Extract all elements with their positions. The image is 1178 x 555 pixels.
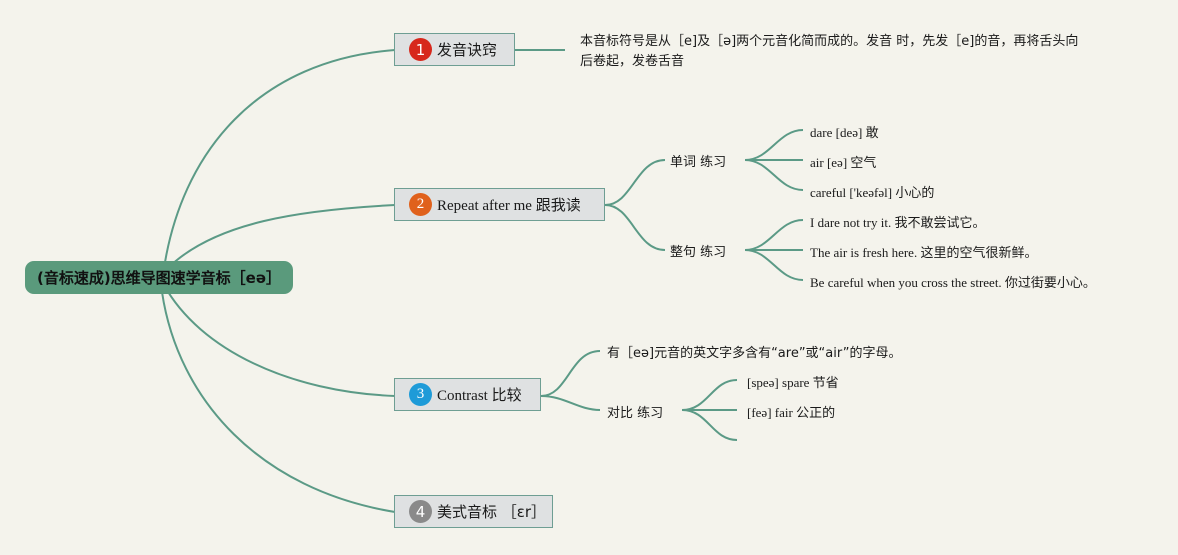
link-sentences-3 [744,249,804,281]
link-words-3 [744,159,804,191]
link-branch-2-sentences [604,204,666,251]
link-words-1 [744,129,804,161]
number-badge: 3 [409,383,432,406]
sentence-item: I dare not try it. 我不敢尝试它。 [810,215,986,230]
branch-node-contrast[interactable]: 3 Contrast 比较 [394,378,541,411]
compare-item: [feə] fair 公正的 [747,405,836,420]
branch-node-pronunciation-tips[interactable]: 1 发音诀窍 [394,33,515,66]
link-branch-2-words [604,159,666,206]
contrast-note: 有［eə]元音的英文字多含有“are”或“air”的字母。 [607,346,902,361]
number-badge: 1 [409,38,432,61]
root-node[interactable]: (音标速成)思维导图速学音标［eə］ [25,261,293,294]
link-root-branch-3 [163,284,396,397]
link-pair-3 [681,409,738,441]
sentence-item: The air is fresh here. 这里的空气很新鲜。 [810,245,1038,260]
word-practice-label: 单词 练习 [670,155,727,170]
branch-node-american-phonetic[interactable]: 4 美式音标 ［ɛr］ [394,495,553,528]
branch-label: Contrast 比较 [437,388,522,404]
sentence-practice-label: 整句 练习 [670,245,727,260]
link-root-branch-1 [162,49,396,276]
link-sentences-1 [744,219,804,251]
number-badge: 2 [409,193,432,216]
compare-practice-label: 对比 练习 [607,406,664,421]
word-item: careful ['keəfəl] 小心的 [810,185,935,200]
root-label: (音标速成)思维导图速学音标［eə］ [36,269,282,287]
branch-node-repeat-after-me[interactable]: 2 Repeat after me 跟我读 [394,188,605,221]
link-pair-1 [681,379,738,411]
pronunciation-tip-text: 本音标符号是从［e]及［ə]两个元音化简而成的。发音 时，先发［e]的音，再将舌… [580,34,1079,69]
link-branch-3-note [540,350,601,397]
word-item: air [eə] 空气 [810,155,877,170]
link-root-branch-4 [161,291,396,513]
branch-label: Repeat after me 跟我读 [437,198,581,214]
branch-label: 发音诀窍 [437,41,498,59]
compare-item: [speə] spare 节省 [747,375,839,390]
word-item: dare [deə] 敢 [810,125,879,140]
sentence-item: Be careful when you cross the street. 你过… [810,275,1096,290]
link-root-branch-2 [167,204,396,269]
branch-label: 美式音标 ［ɛr］ [437,503,547,521]
number-badge: 4 [409,500,432,523]
link-branch-3-compare [540,395,601,411]
